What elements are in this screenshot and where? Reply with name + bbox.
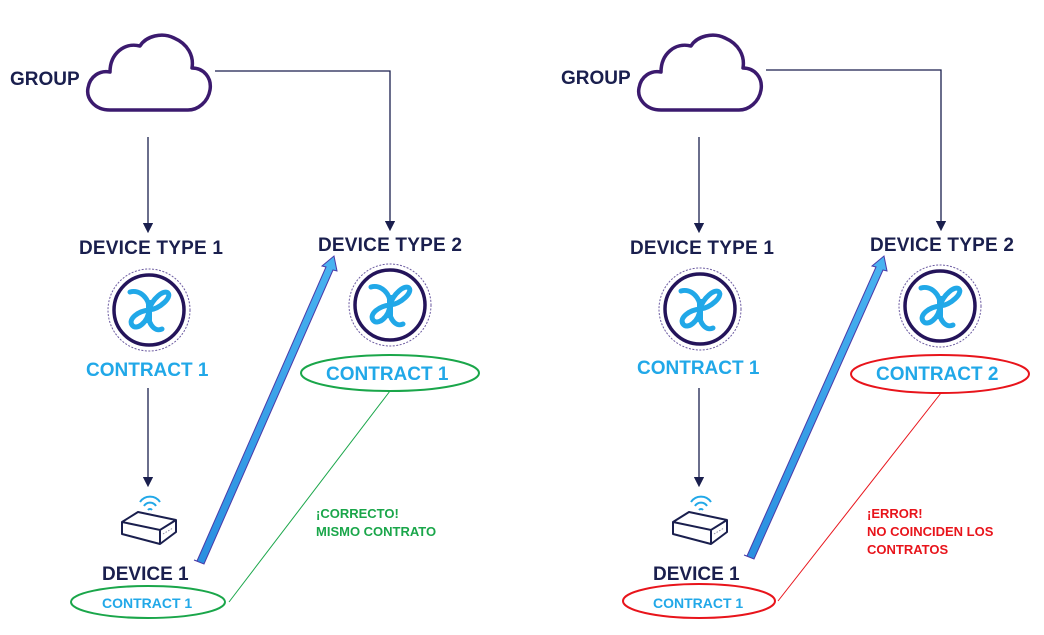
status-message: ¡CORRECTO! MISMO CONTRATO (316, 505, 436, 541)
group-label: GROUP (561, 68, 631, 89)
status-message-line-3: CONTRATOS (867, 542, 949, 557)
connectors (622, 69, 1030, 619)
panel-correct: GROUP DEVICE TYPE 1 DEVICE TYPE 2 CONTRA… (10, 33, 480, 619)
device-contract-ellipse (70, 585, 226, 619)
device-type-2-logo-icon (898, 264, 982, 348)
link-line (228, 390, 391, 603)
device-contract-ellipse (622, 583, 776, 619)
status-message-line-2: NO COINCIDEN LOS (867, 524, 994, 539)
arrow-group-to-type2 (215, 70, 396, 232)
contract-type-2-label: CONTRACT 1 (326, 364, 449, 385)
iot-device-icon (672, 495, 728, 545)
device-type-2-label: DEVICE TYPE 2 (318, 235, 463, 256)
group-label: GROUP (10, 69, 80, 90)
device-type-2-logo-icon (348, 263, 432, 347)
status-message: ¡ERROR! NO COINCIDEN LOS CONTRATOS (867, 505, 993, 559)
device-type-1-label: DEVICE TYPE 1 (79, 238, 224, 259)
device-label: DEVICE 1 (102, 564, 189, 585)
contract-type-1-label: CONTRACT 1 (86, 360, 209, 381)
connectors (70, 70, 480, 619)
device-type-2-label: DEVICE TYPE 2 (870, 235, 1015, 256)
big-upward-arrow (193, 255, 338, 565)
contract-type2-ellipse (300, 354, 480, 392)
contract-type-2-label: CONTRACT 2 (876, 364, 999, 385)
device-contract-label: CONTRACT 1 (102, 595, 193, 611)
arrow-group-to-type2 (766, 69, 947, 232)
status-message-line-2: MISMO CONTRATO (316, 524, 437, 539)
device-type-1-logo-icon (107, 268, 191, 352)
status-message-line-1: ¡ERROR! (867, 506, 923, 521)
device-type-1-logo-icon (658, 267, 742, 351)
big-upward-arrow (743, 255, 888, 560)
cloud-icon (636, 33, 764, 112)
link-line (777, 392, 942, 602)
cloud-icon (85, 33, 213, 112)
panel-error: GROUP DEVICE TYPE 1 DEVICE TYPE 2 CONTRA… (551, 0, 1044, 635)
contract-type2-ellipse (850, 354, 1030, 394)
status-message-line-1: ¡CORRECTO! (316, 506, 399, 521)
iot-device-icon (121, 495, 177, 545)
device-label: DEVICE 1 (653, 564, 740, 585)
device-contract-label: CONTRACT 1 (653, 595, 744, 611)
device-type-1-label: DEVICE TYPE 1 (630, 238, 775, 259)
contract-type-1-label: CONTRACT 1 (637, 358, 760, 379)
